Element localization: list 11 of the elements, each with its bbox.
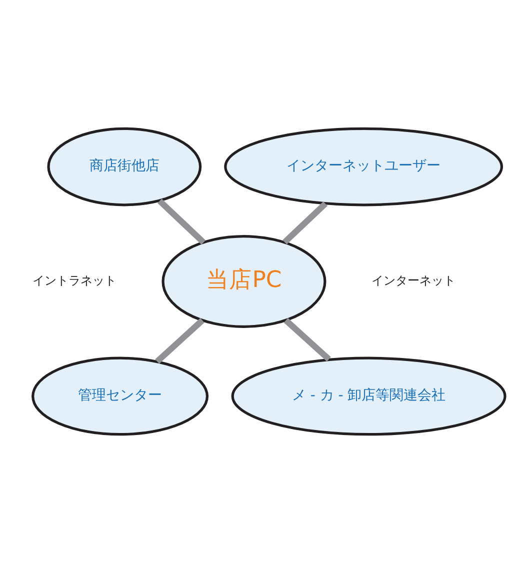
- node-ellipse: インターネットユーザー: [224, 126, 504, 206]
- node-ellipse: 商店街他店: [47, 126, 202, 206]
- connector: [155, 318, 204, 364]
- node-ellipse: 当店PC: [162, 234, 326, 328]
- connector: [284, 318, 331, 362]
- connector: [158, 198, 206, 244]
- node-ellipse: メ - カ - 卸店等関連会社: [231, 356, 506, 436]
- connector: [282, 200, 328, 244]
- label: イントラネット: [32, 273, 117, 288]
- label: インターネット: [371, 273, 456, 288]
- node-ellipse: 管理センター: [32, 356, 209, 436]
